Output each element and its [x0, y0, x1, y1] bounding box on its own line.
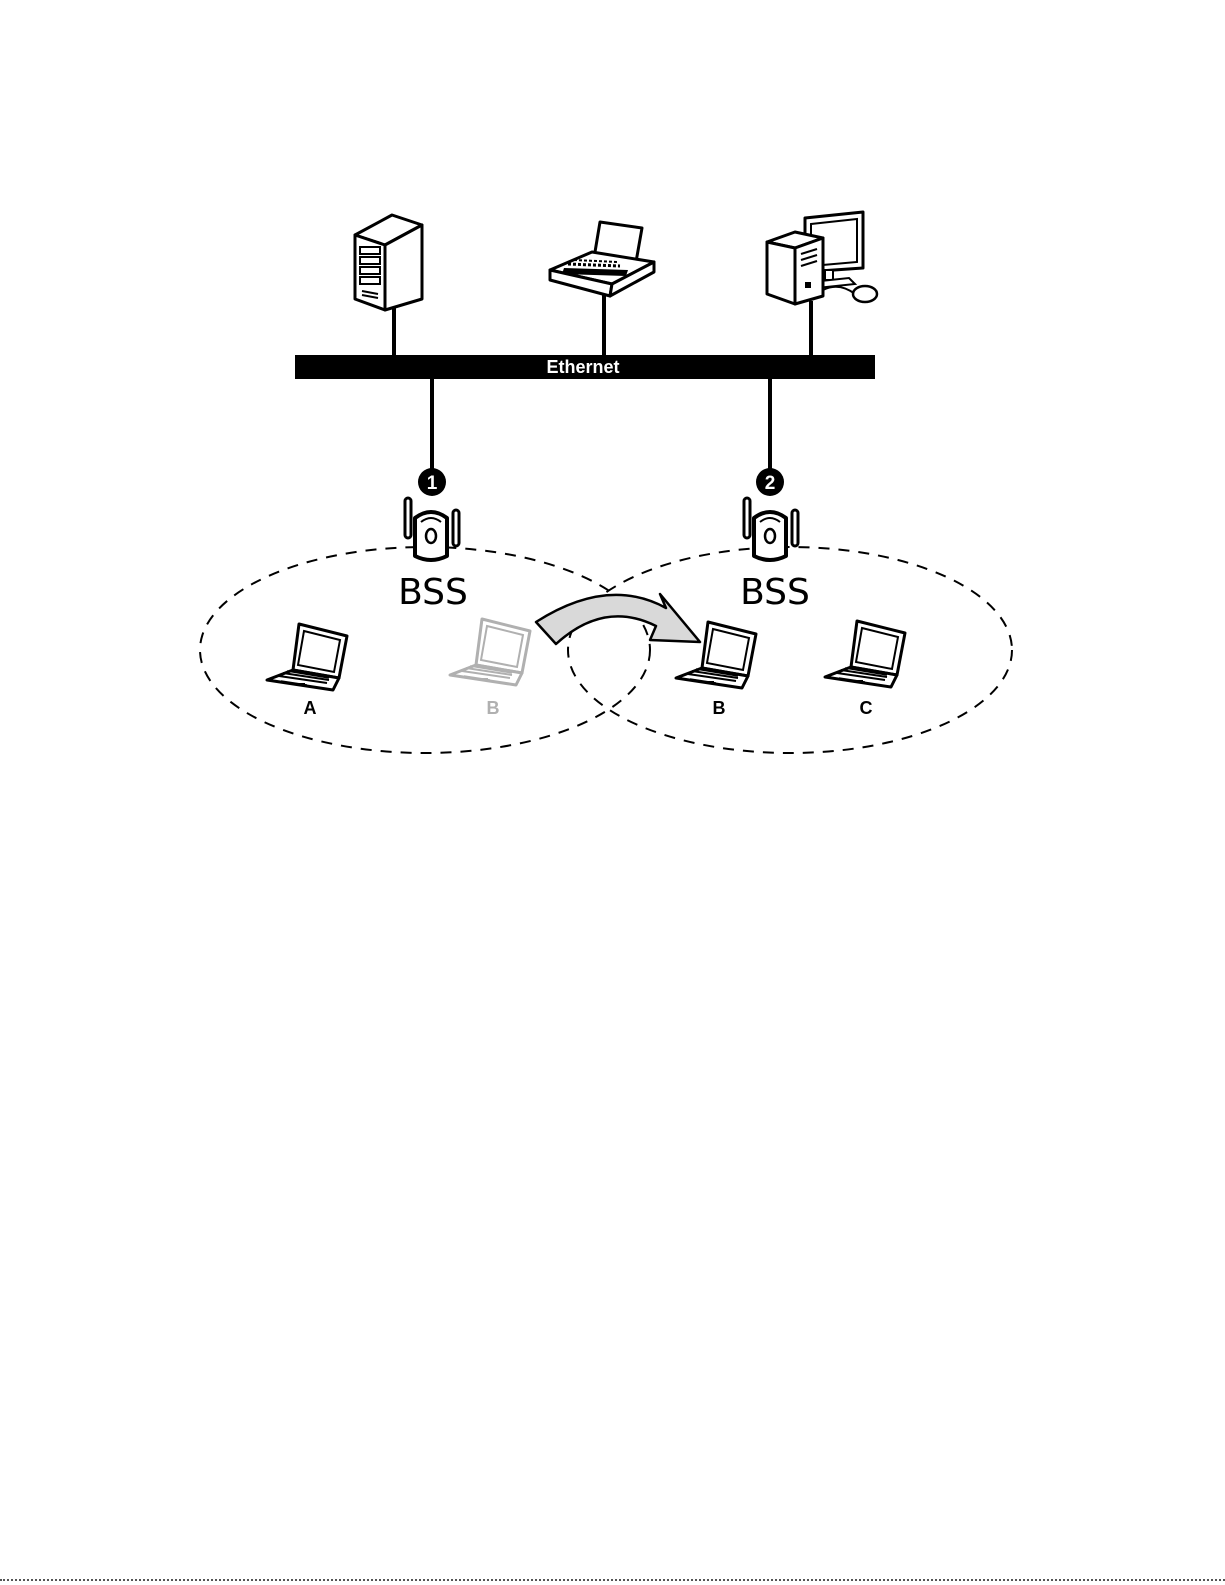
laptop-icon — [450, 619, 530, 685]
roaming-arrow — [536, 594, 700, 644]
access-point-icon — [405, 498, 459, 560]
printer-icon — [550, 222, 654, 296]
station-c: C — [825, 621, 905, 718]
bss2-label: BSS — [740, 572, 810, 613]
ap1-number: 1 — [427, 473, 438, 494]
laptop-icon — [825, 621, 905, 687]
station-a: A — [267, 624, 347, 718]
bss1-label: BSS — [398, 572, 468, 613]
access-point-2: 2 BSS — [740, 468, 810, 613]
access-point-icon — [744, 498, 798, 560]
desktop-computer-icon — [767, 212, 877, 304]
ethernet-label: Ethernet — [546, 357, 619, 377]
station-b-before: B — [450, 619, 530, 718]
page-bottom-edge — [0, 1579, 1225, 1581]
station-b-after-label: B — [713, 698, 726, 718]
station-b-before-label: B — [487, 698, 500, 718]
laptop-icon — [267, 624, 347, 690]
access-point-1: 1 BSS — [398, 468, 468, 613]
station-a-label: A — [304, 698, 317, 718]
server-icon — [355, 215, 422, 310]
station-c-label: C — [860, 698, 873, 718]
ap2-number: 2 — [765, 473, 776, 494]
